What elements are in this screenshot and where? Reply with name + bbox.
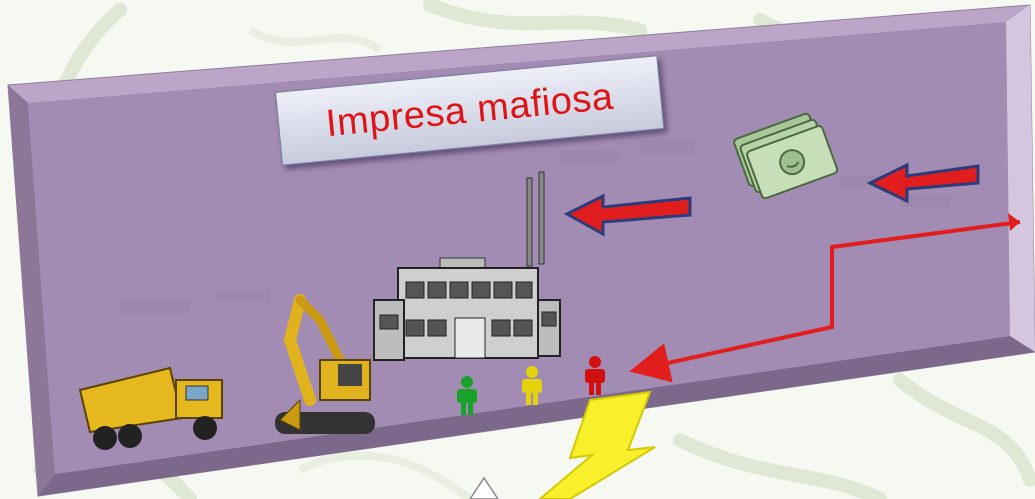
title: Impresa mafiosa bbox=[324, 75, 616, 145]
